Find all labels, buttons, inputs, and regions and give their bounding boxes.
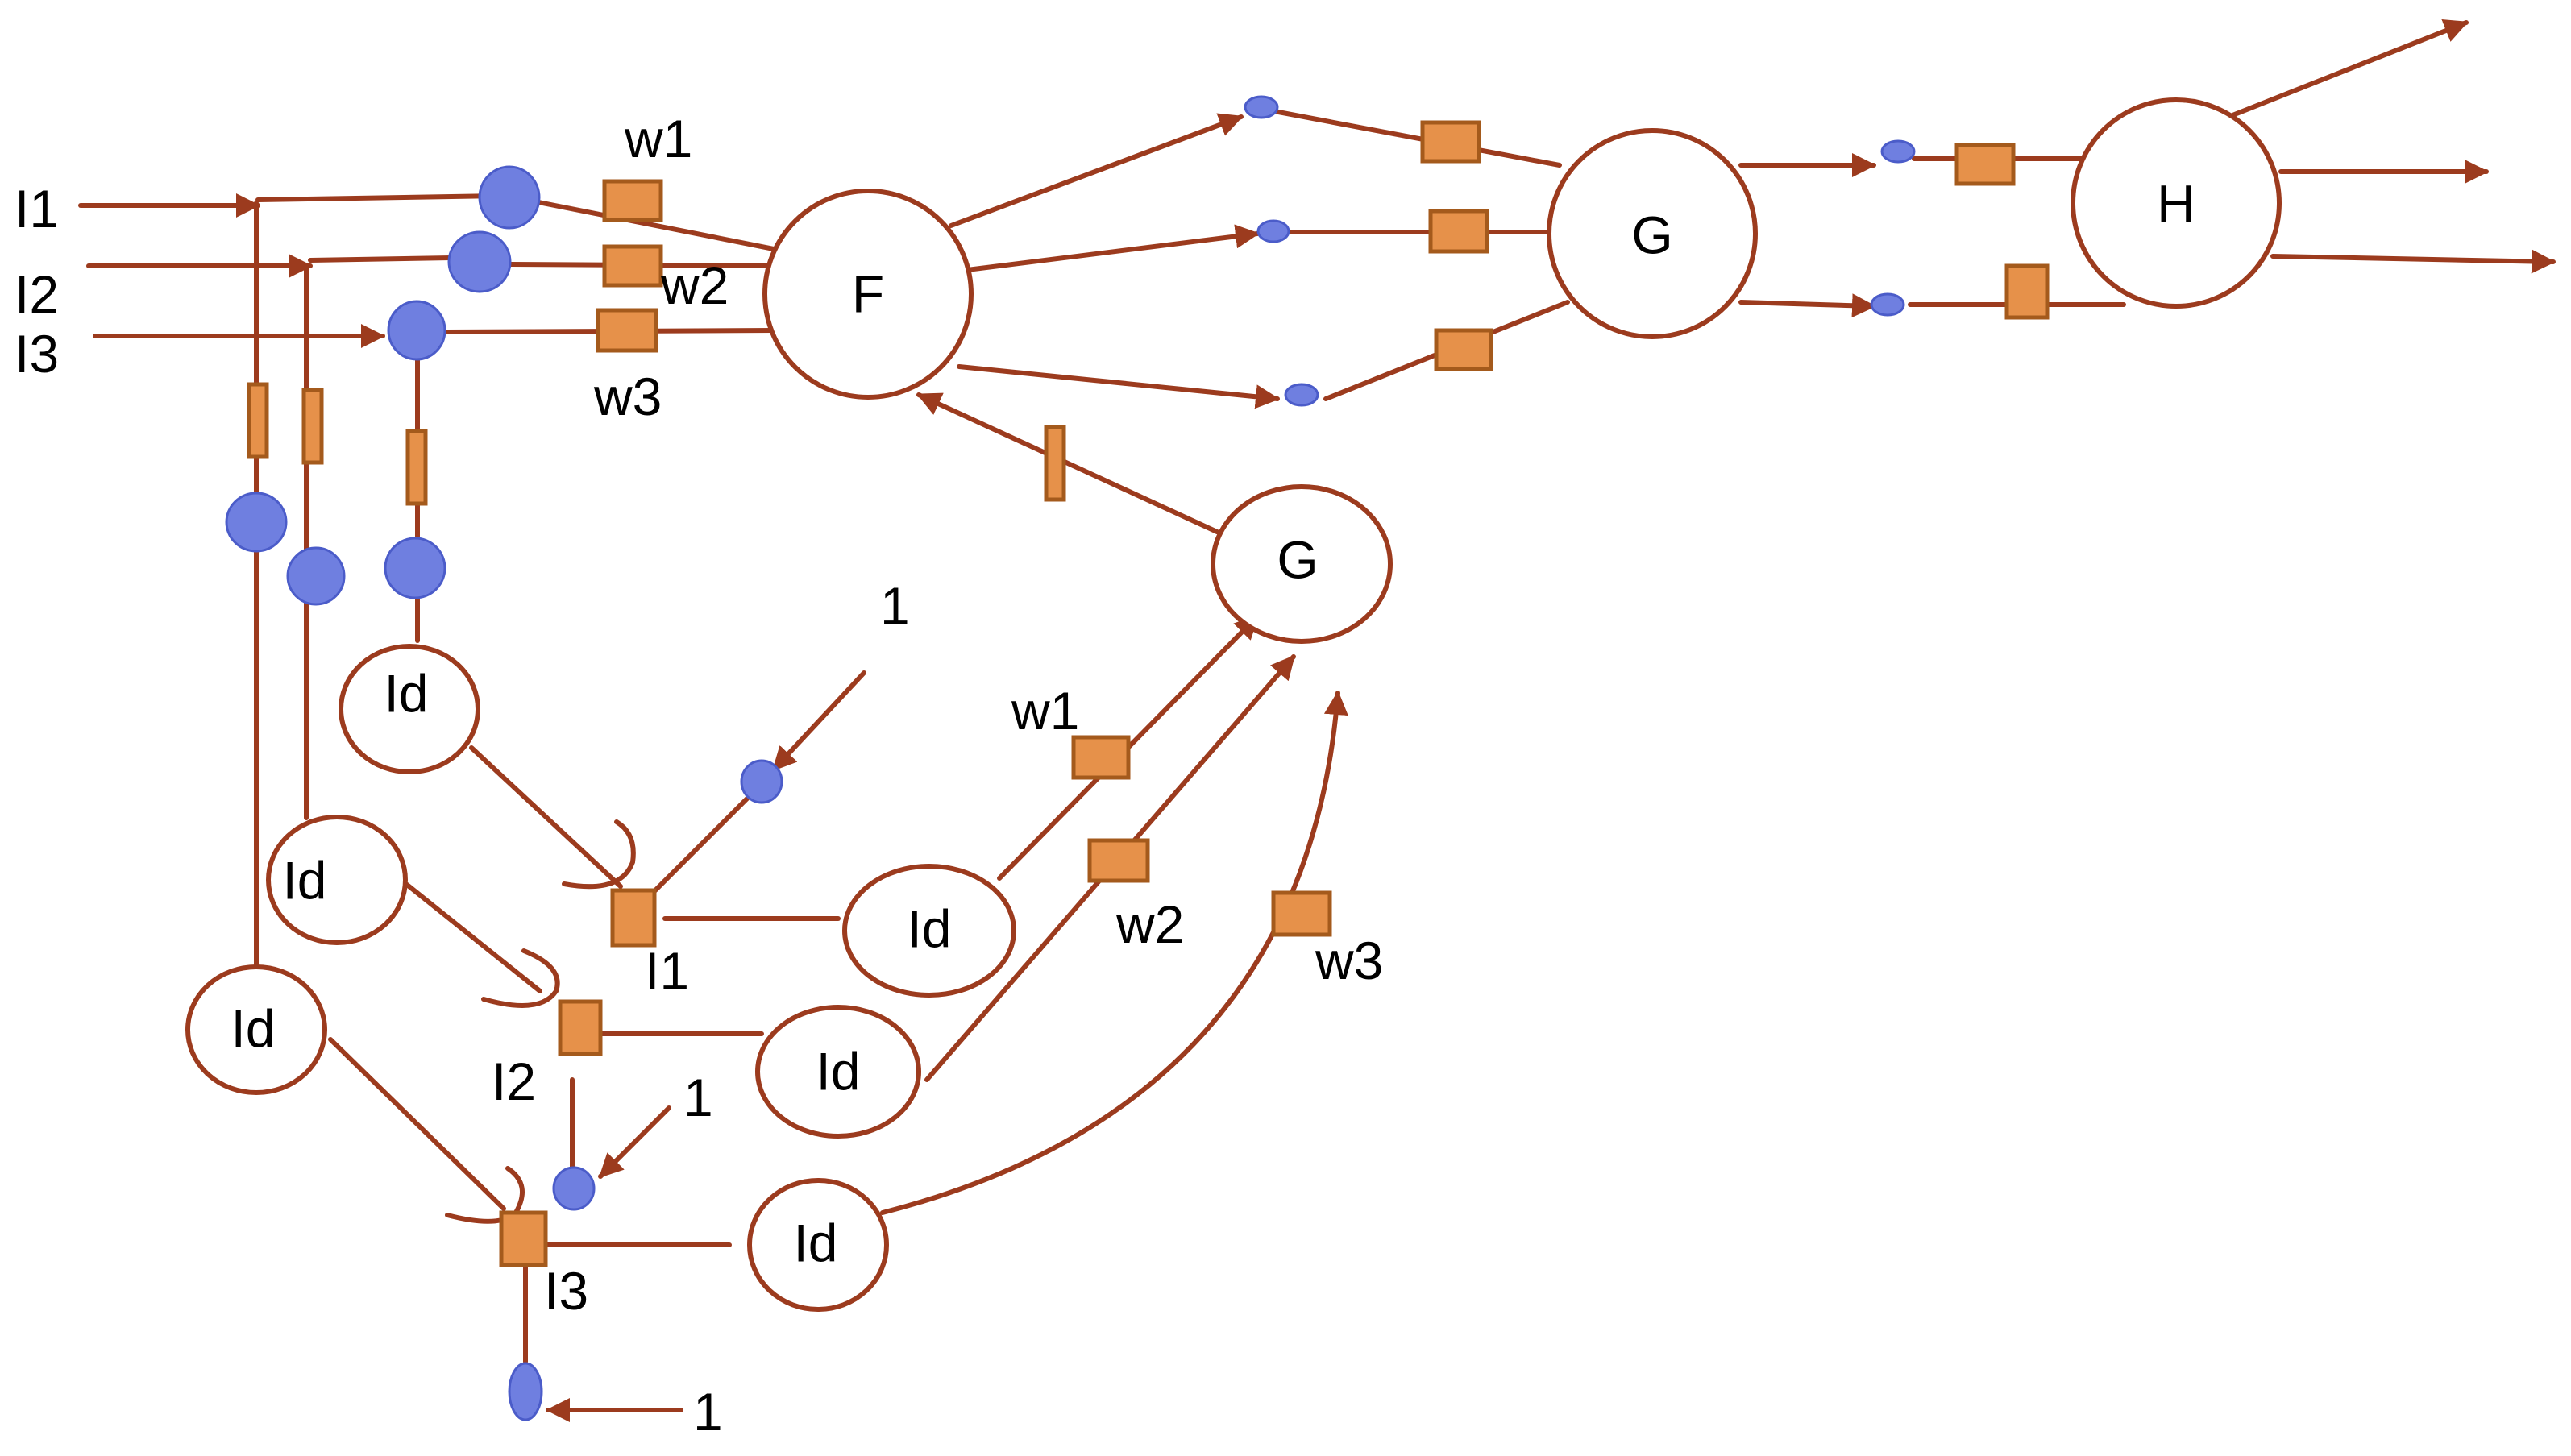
junction1-cap xyxy=(562,819,636,890)
input-i1-label: I1 xyxy=(15,179,59,239)
f-mid-dot xyxy=(1256,219,1290,243)
w2-top-gate xyxy=(602,244,663,288)
top-dot-to-g xyxy=(1259,106,1562,168)
junction3-gate xyxy=(499,1210,548,1267)
feedback-gate xyxy=(1044,425,1066,502)
node-h-label: H xyxy=(2157,173,2195,233)
i2-vertical-gate xyxy=(301,388,324,465)
h-output-low xyxy=(2270,249,2556,274)
g-to-low-dot2 xyxy=(1738,293,1876,318)
node-id-3 xyxy=(185,964,327,1095)
f-top-dot xyxy=(1244,95,1279,119)
f-top-gate xyxy=(1420,120,1481,164)
node-g-bottom xyxy=(1211,484,1393,644)
node-h xyxy=(2071,97,2282,309)
i1-vertical-gate xyxy=(247,382,269,459)
input-i2-dot xyxy=(447,230,512,293)
node-id-4 xyxy=(842,864,1016,998)
w3-top-label: w3 xyxy=(593,367,662,426)
node-f-label: F xyxy=(852,263,884,323)
w2-bottom-gate xyxy=(1087,838,1150,883)
input-i3-dot xyxy=(387,300,446,361)
node-id-4-label: Id xyxy=(907,898,951,958)
bias-dot-b xyxy=(552,1166,596,1211)
f-mid-gate xyxy=(1428,209,1489,254)
w3-top-gate xyxy=(596,308,658,353)
w2-top-label: w2 xyxy=(660,255,729,315)
node-id-2-label: Id xyxy=(282,850,326,910)
id1-to-junction1 xyxy=(469,745,623,889)
i2-bottom-label: I2 xyxy=(492,1052,536,1111)
node-id-1 xyxy=(339,644,480,774)
g-bottom-to-f xyxy=(916,392,1219,534)
input-i1-dot xyxy=(478,165,541,230)
i3-feedback-dot xyxy=(384,537,446,599)
f-to-low-dot xyxy=(957,364,1280,409)
node-g-top xyxy=(1547,128,1758,339)
node-g-bottom-label: G xyxy=(1277,529,1318,589)
input-i3-label: I3 xyxy=(15,324,59,384)
w1-top-gate xyxy=(602,179,663,222)
w2-bottom-label: w2 xyxy=(1115,894,1184,954)
node-f xyxy=(762,189,974,400)
w3-bottom-label: w3 xyxy=(1315,931,1383,990)
one-b-label: 1 xyxy=(683,1068,713,1127)
w1-to-f-line xyxy=(504,193,780,252)
junction1-gate xyxy=(610,888,657,948)
input-i2-line xyxy=(308,255,454,263)
id2-to-junction2 xyxy=(405,882,542,993)
g-top-gate xyxy=(1954,143,2016,186)
w3-bottom-gate xyxy=(1271,890,1332,937)
one-a-arrow xyxy=(771,670,866,772)
bias-dot-a xyxy=(740,759,783,804)
i1-bottom-label: I1 xyxy=(645,941,689,1001)
w1-top-label: w1 xyxy=(624,109,692,168)
w1-bottom-label: w1 xyxy=(1011,681,1079,740)
i3-bottom-label: I3 xyxy=(544,1261,588,1321)
f-to-mid-dot xyxy=(965,224,1260,272)
g-top-dot xyxy=(1880,139,1916,164)
f-to-top-dot xyxy=(949,113,1244,228)
dot-to-junction1 xyxy=(649,786,760,897)
node-id-3-label: Id xyxy=(231,998,275,1058)
node-id-2 xyxy=(266,815,408,945)
node-id-6 xyxy=(747,1178,889,1312)
h-output-top xyxy=(2226,19,2469,119)
one-b-arrow xyxy=(598,1105,671,1179)
i1-feedback-dot xyxy=(225,492,288,553)
node-id-5-label: Id xyxy=(816,1041,860,1101)
id6-to-g-bottom xyxy=(880,691,1348,1215)
i3-vertical-gate xyxy=(405,429,428,506)
node-id-5 xyxy=(755,1005,921,1139)
bias-dot-c xyxy=(508,1362,543,1421)
one-c-label: 1 xyxy=(693,1382,723,1441)
node-id-1-label: Id xyxy=(384,663,428,723)
input-i1-line xyxy=(255,193,502,202)
junction2-gate xyxy=(558,999,603,1056)
id3-to-junction3 xyxy=(328,1037,506,1211)
input-i2-label: I2 xyxy=(15,264,59,324)
node-id-6-label: Id xyxy=(793,1213,837,1272)
w1-bottom-gate xyxy=(1071,735,1131,780)
f-low-gate xyxy=(1434,328,1493,371)
one-a-label: 1 xyxy=(880,576,910,636)
f-low-dot xyxy=(1284,383,1319,407)
i2-feedback-dot xyxy=(286,546,346,606)
g-low-gate xyxy=(2004,263,2050,320)
node-g-top-label: G xyxy=(1631,205,1672,264)
junction2-cap xyxy=(481,948,560,1008)
g-low-dot xyxy=(1870,292,1905,317)
